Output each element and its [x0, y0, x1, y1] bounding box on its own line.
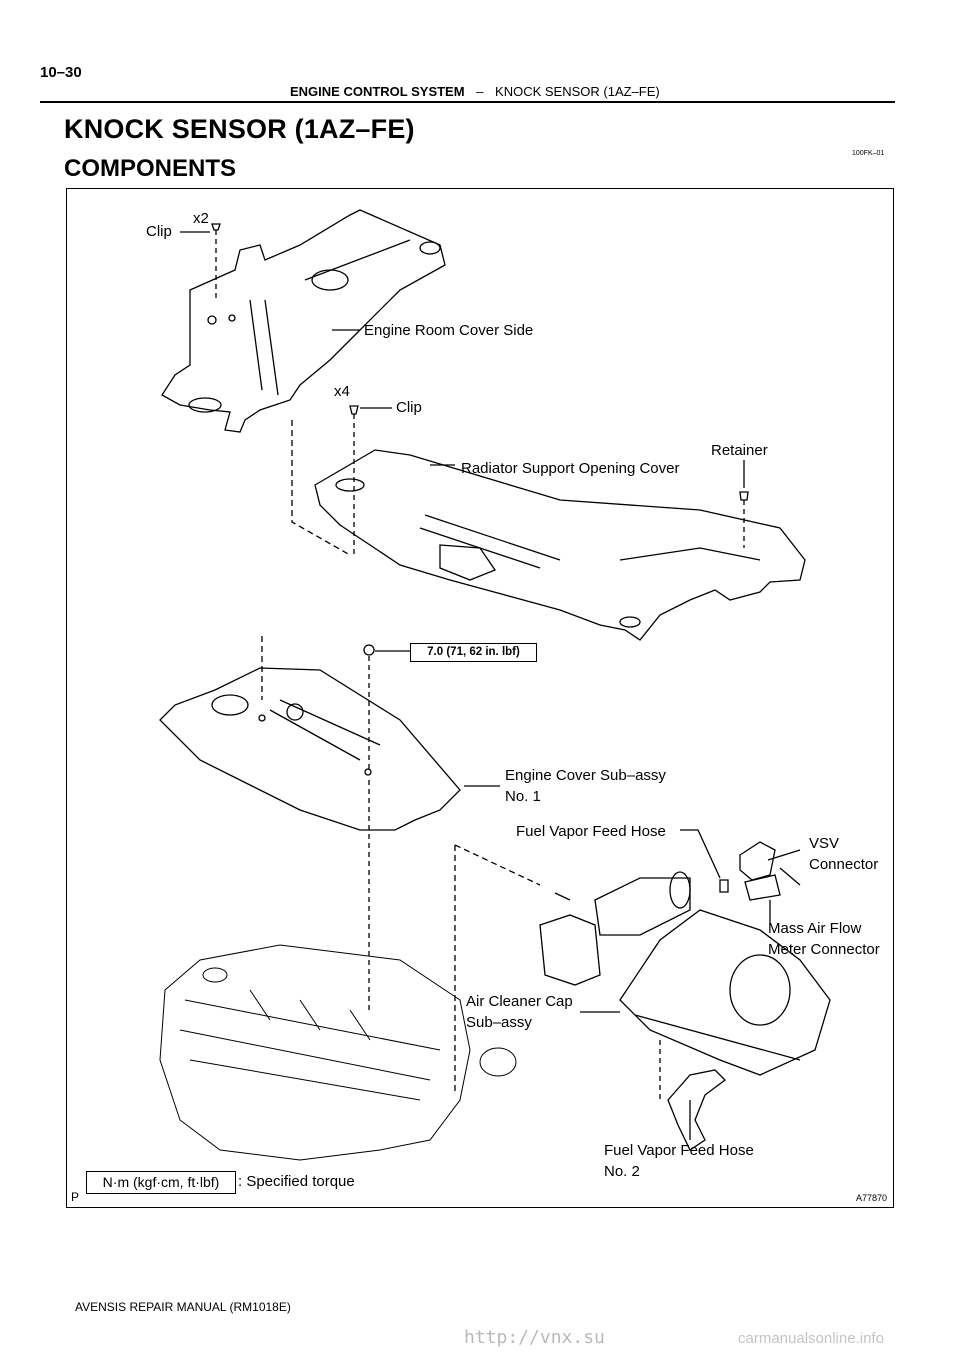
- figure-corner-letter: P: [71, 1190, 80, 1204]
- label-vsv-line1: VSV: [809, 835, 840, 852]
- radiator-support-cover-drawing: [314, 449, 806, 641]
- label-engine-room-cover-side: Engine Room Cover Side: [364, 322, 534, 339]
- label-x4: x4: [334, 383, 350, 400]
- label-fuel-hose2-line2: No. 2: [604, 1163, 640, 1180]
- label-engine-cover-line1: Engine Cover Sub–assy: [505, 767, 666, 784]
- header-rule: [40, 101, 895, 103]
- footer: AVENSIS REPAIR MANUAL (RM1018E): [75, 1300, 291, 1314]
- clip-top-drawing: [180, 223, 221, 300]
- label-fuel-vapor-feed-hose: Fuel Vapor Feed Hose: [516, 823, 666, 840]
- header-separator: –: [476, 84, 484, 99]
- page-title: KNOCK SENSOR (1AZ–FE): [64, 114, 415, 144]
- fuel-hose-no2-drawing: [667, 1069, 726, 1151]
- engine-cover-drawing: [159, 667, 500, 831]
- air-cleaner-drawing: [539, 871, 831, 1100]
- label-x2: x2: [193, 210, 209, 227]
- label-vsv-line2: Connector: [809, 856, 879, 873]
- header-section: ENGINE CONTROL SYSTEM: [290, 84, 465, 99]
- label-air-cleaner-line1: Air Cleaner Cap: [466, 993, 573, 1010]
- torque-value-box: 7.0 (71, 62 in. lbf): [410, 643, 537, 662]
- header-subsection: KNOCK SENSOR (1AZ–FE): [495, 84, 660, 99]
- vsv-drawing: [680, 829, 801, 925]
- label-maf-line2: Meter Connector: [768, 941, 880, 958]
- engine-block-drawing: [159, 944, 517, 1161]
- retainer-drawing: [739, 460, 749, 548]
- torque-bolt-drawing: [363, 644, 410, 770]
- watermark-link[interactable]: http://vnx.su: [464, 1327, 605, 1348]
- running-header: ENGINE CONTROL SYSTEM – KNOCK SENSOR (1A…: [290, 84, 660, 99]
- label-air-cleaner-line2: Sub–assy: [466, 1014, 532, 1031]
- label-clip-mid: Clip: [396, 399, 422, 416]
- figure-code: A77870: [856, 1193, 888, 1203]
- components-figure: [66, 188, 894, 1208]
- engine-room-cover-side-drawing: [161, 209, 446, 433]
- torque-legend-text: : Specified torque: [238, 1173, 355, 1190]
- torque-units-legend: N·m (kgf·cm, ft·lbf): [86, 1171, 236, 1194]
- label-retainer: Retainer: [711, 442, 768, 459]
- watermark-site: carmanualsonline.info: [738, 1330, 884, 1347]
- label-fuel-hose2-line1: Fuel Vapor Feed Hose: [604, 1142, 754, 1159]
- label-maf-line1: Mass Air Flow: [768, 920, 862, 937]
- section-title: COMPONENTS: [64, 155, 237, 182]
- clip-mid-drawing: [349, 405, 392, 555]
- label-clip-top: Clip: [146, 223, 172, 240]
- page-number: 10–30: [40, 64, 82, 81]
- document-id: 100FK–01: [852, 150, 885, 157]
- label-radiator-support-opening-cover: Radiator Support Opening Cover: [461, 460, 680, 477]
- label-engine-cover-line2: No. 1: [505, 788, 541, 805]
